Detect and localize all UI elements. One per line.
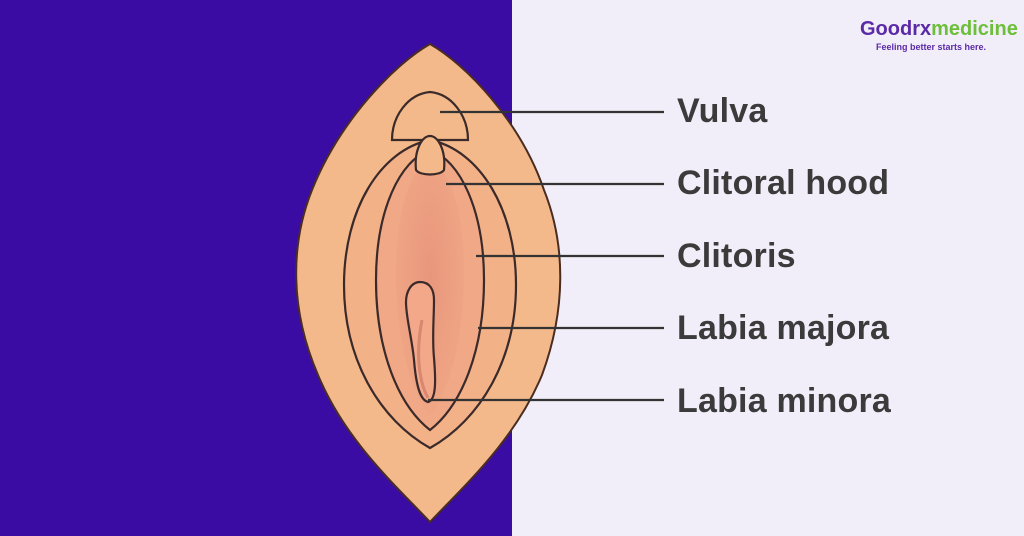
vaginal-opening-line [417,319,430,399]
logo-brand-part1: Goodrx [860,18,932,40]
logo-brand-part2: medicine [931,18,1018,40]
clitoris-shape [404,280,437,404]
clitoral-hood-shape [414,134,446,176]
background-right-panel [512,0,1024,536]
label-clitoral-hood: Clitoral hood [677,164,890,202]
label-clitoris: Clitoris [677,237,796,275]
logo-tagline: Feeling better starts here. [876,42,987,52]
label-vulva: Vulva [677,92,768,130]
logo-wordmark: Goodrxmedicine [860,18,1018,40]
brand-logo: Goodrxmedicine Feeling better starts her… [860,18,1020,58]
label-labia-minora: Labia minora [677,382,892,420]
label-labia-majora: Labia majora [677,309,890,347]
